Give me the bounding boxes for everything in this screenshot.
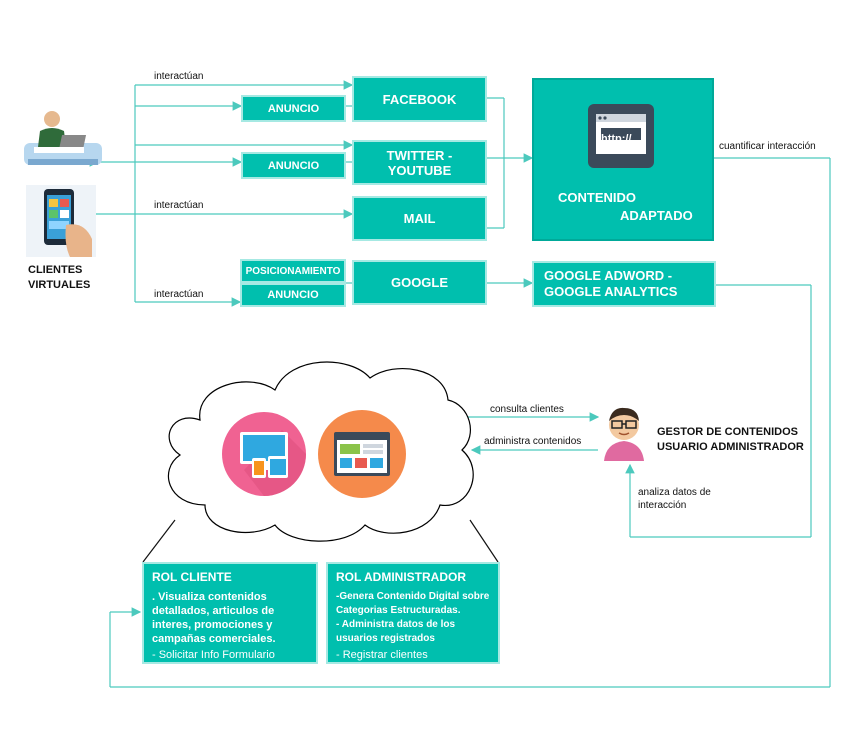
rol-cliente-title: ROL CLIENTE — [152, 570, 232, 584]
interact-label-2: interactúan — [154, 200, 204, 211]
google-adword-box: GOOGLE ADWORD - GOOGLE ANALYTICS — [532, 261, 716, 307]
solicitar-info-link[interactable]: - Solicitar Info Formulario — [152, 649, 275, 661]
consulta-label: consulta clientes — [490, 404, 564, 415]
rol-admin-line: Categorias Estructuradas. — [336, 605, 461, 616]
browser-http-icon — [588, 104, 654, 168]
contenido-line-1: CONTENIDO — [558, 190, 636, 205]
web-layout-icon — [318, 410, 406, 498]
rol-cliente-line: detallados, articulos de — [152, 605, 275, 617]
rol-cliente-line: campañas comerciales. — [152, 633, 276, 645]
gestor-line-2: USUARIO ADMINISTRADOR — [657, 441, 804, 453]
devices-icon — [222, 412, 306, 496]
gestor-label: GESTOR DE CONTENIDOS USUARIO ADMINISTRAD… — [657, 425, 804, 455]
contenido-line-2: ADAPTADO — [620, 208, 693, 223]
adword-line-1: GOOGLE ADWORD - — [544, 268, 673, 283]
contenido-adaptado-box: http:// CONTENIDO ADAPTADO — [532, 78, 714, 241]
quantify-label: cuantificar interacción — [719, 141, 816, 152]
twitter-youtube-box: TWITTER - YOUTUBE — [352, 140, 487, 185]
smartphone-hand-icon — [26, 185, 96, 257]
admin-user-icon — [604, 407, 644, 461]
anuncio-box-3: ANUNCIO — [240, 283, 346, 307]
analiza-line-2: interacción — [638, 500, 687, 511]
administra-label: administra contenidos — [484, 436, 582, 447]
adword-line-2: GOOGLE ANALYTICS — [544, 284, 678, 299]
gestor-line-1: GESTOR DE CONTENIDOS — [657, 426, 798, 438]
http-text: http:// — [601, 133, 632, 145]
rol-administrador-box: ROL ADMINISTRADOR -Genera Contenido Digi… — [326, 562, 500, 664]
rol-cliente-line: . Visualiza contenidos — [152, 591, 267, 603]
posicionamiento-box: POSICIONAMIENTO — [240, 259, 346, 283]
mail-box: MAIL — [352, 196, 487, 241]
rol-cliente-line: interes, promociones y — [152, 619, 273, 631]
rol-cliente-box: ROL CLIENTE . Visualiza contenidos detal… — [142, 562, 318, 664]
computer-user-icon — [24, 111, 102, 165]
rol-admin-line: - Administra datos de los — [336, 619, 456, 630]
interact-label-3: interactúan — [154, 289, 204, 300]
facebook-box: FACEBOOK — [352, 76, 487, 122]
analiza-label: analiza datos de interacción — [638, 486, 711, 512]
registrar-clientes-link[interactable]: - Registrar clientes — [336, 649, 428, 661]
rol-admin-line: usuarios registrados — [336, 633, 435, 644]
rol-admin-line: -Genera Contenido Digital sobre — [336, 591, 490, 602]
anuncio-box-1: ANUNCIO — [241, 95, 346, 122]
google-box: GOOGLE — [352, 260, 487, 305]
anuncio-box-2: ANUNCIO — [241, 152, 346, 179]
analiza-line-1: analiza datos de — [638, 487, 711, 498]
clients-label: CLIENTES VIRTUALES — [28, 264, 91, 291]
rol-admin-title: ROL ADMINISTRADOR — [336, 570, 466, 584]
interact-label-1: interactúan — [154, 71, 204, 82]
